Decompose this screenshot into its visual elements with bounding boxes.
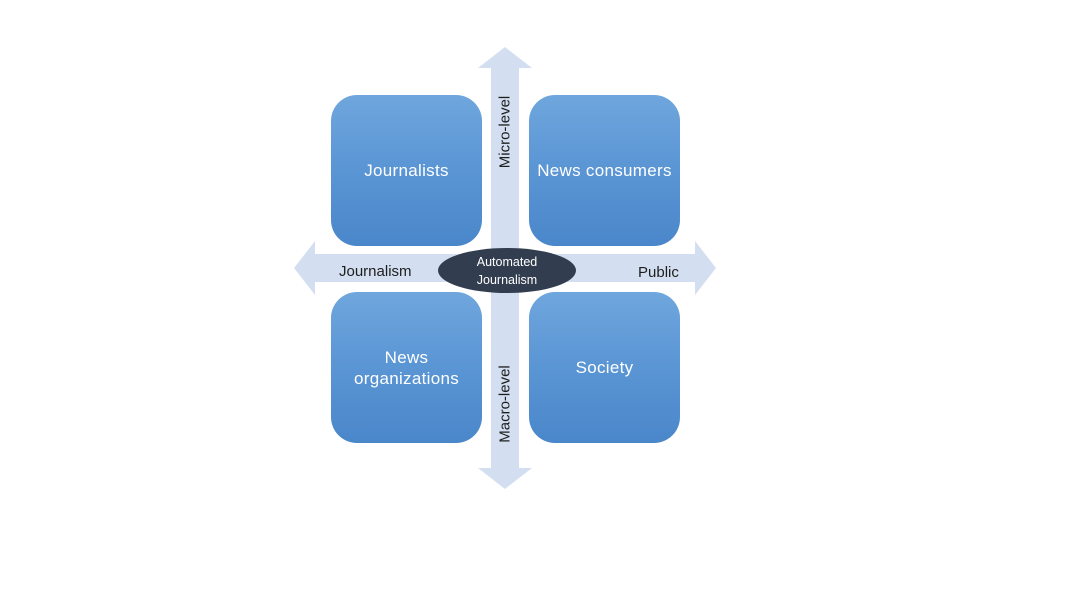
axis-label-journalism: Journalism bbox=[339, 263, 412, 280]
quadrant-journalists-label: Journalists bbox=[364, 161, 449, 180]
axis-label-macro-level: Macro-level bbox=[496, 365, 514, 443]
quadrant-news-organizations: News organizations bbox=[331, 292, 482, 443]
center-hub: Automated Journalism bbox=[438, 248, 576, 293]
quadrant-news-consumers: News consumers bbox=[529, 95, 680, 246]
quadrant-journalists: Journalists bbox=[331, 95, 482, 246]
axis-label-public: Public bbox=[638, 264, 679, 281]
quadrant-society: Society bbox=[529, 292, 680, 443]
quadrant-society-label: Society bbox=[575, 358, 634, 377]
quadrant-news-organizations-label: News organizations bbox=[353, 347, 460, 388]
axis-label-micro-level: Micro-level bbox=[496, 95, 514, 169]
quadrant-news-consumers-label: News consumers bbox=[537, 161, 672, 180]
center-hub-label: Automated Journalism bbox=[476, 254, 538, 287]
